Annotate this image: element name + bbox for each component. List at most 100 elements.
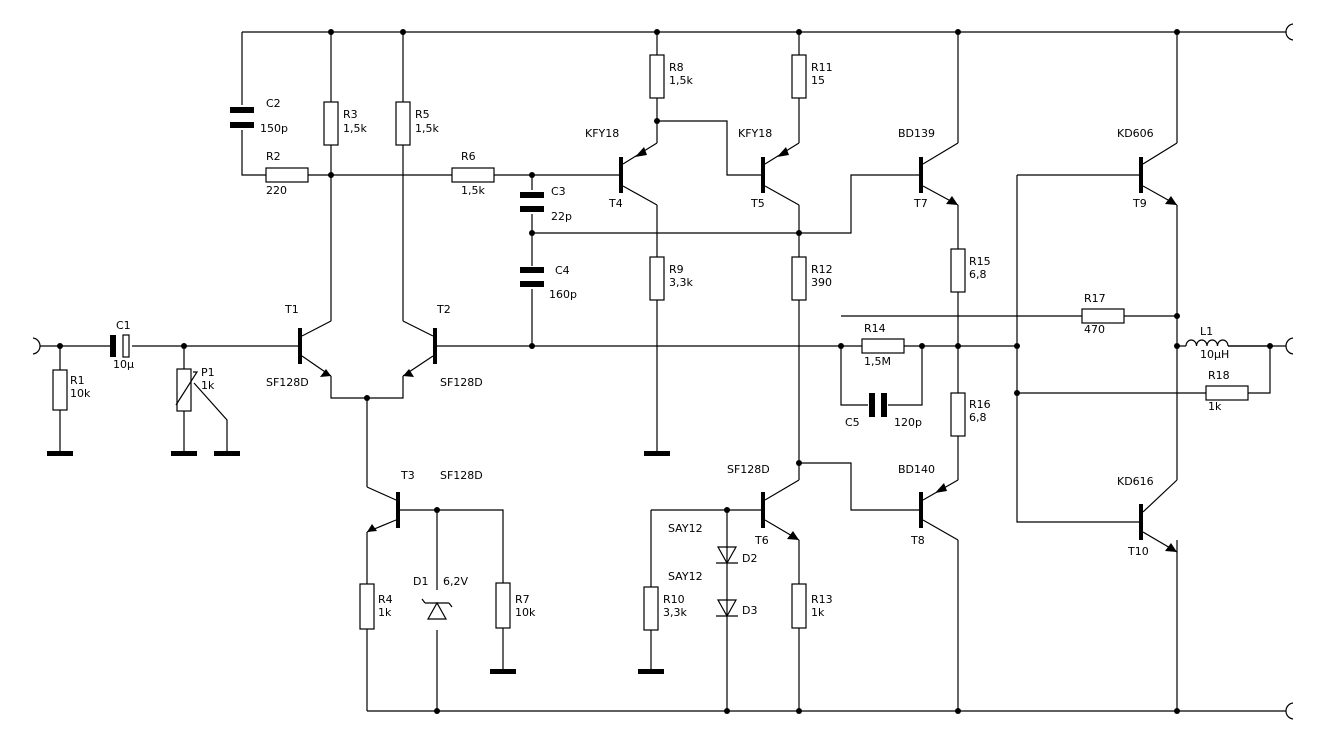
c2-ref: C2 <box>266 97 281 110</box>
resistor-r18 <box>1205 385 1249 401</box>
r17-value: 470 <box>1084 323 1105 336</box>
r18-ref: R18 <box>1208 369 1230 382</box>
r17-ref: R17 <box>1084 292 1106 305</box>
t5-ref: T5 <box>750 197 765 210</box>
resistor-r3 <box>323 101 339 146</box>
t4-ref: T4 <box>608 197 623 210</box>
r3-value: 1,5k <box>343 122 367 135</box>
t9-ref: T9 <box>1132 197 1147 210</box>
potentiometer-p1 <box>176 368 192 412</box>
resistor-r1 <box>52 369 68 411</box>
transistor-t4 <box>619 142 658 206</box>
transistor-t5 <box>761 142 800 206</box>
t3-type: SF128D <box>440 469 483 482</box>
r1-value: 10k <box>70 387 91 400</box>
diodes <box>421 546 738 620</box>
d2-ref: D2 <box>742 552 757 565</box>
resistor-r6 <box>451 167 495 183</box>
c5-ref: C5 <box>845 416 860 429</box>
t2-ref: T2 <box>436 303 451 316</box>
resistor-r17 <box>1081 308 1125 324</box>
capacitors <box>110 107 887 417</box>
d2-type: SAY12 <box>668 522 703 535</box>
r15-ref: R15 <box>969 255 991 268</box>
diode-d2 <box>716 546 738 565</box>
ground-symbol <box>490 669 516 674</box>
transistors <box>298 142 1178 553</box>
transistor-t1 <box>298 320 332 377</box>
terminals <box>32 23 1294 720</box>
grounds <box>47 451 670 674</box>
output-terminal <box>1285 337 1294 355</box>
r16-value: 6,8 <box>969 411 987 424</box>
capacitor-c1 <box>110 334 130 358</box>
t5-type: KFY18 <box>738 127 772 140</box>
t1-ref: T1 <box>284 303 299 316</box>
p1-value: 1k <box>201 379 215 392</box>
r13-value: 1k <box>811 606 825 619</box>
r7-ref: R7 <box>515 593 530 606</box>
d3-type: SAY12 <box>668 570 703 583</box>
r4-ref: R4 <box>378 593 393 606</box>
r11-ref: R11 <box>811 61 833 74</box>
resistor-r7 <box>495 582 511 629</box>
junctions <box>57 29 1273 714</box>
c4-ref: C4 <box>555 264 570 277</box>
t10-type: KD616 <box>1117 475 1154 488</box>
capacitor-c4 <box>520 267 544 287</box>
r5-value: 1,5k <box>415 122 439 135</box>
positive-supply-terminal <box>1285 23 1294 41</box>
r14-ref: R14 <box>864 322 886 335</box>
negative-supply-terminal <box>1285 702 1294 720</box>
r5-ref: R5 <box>415 108 430 121</box>
r12-ref: R12 <box>811 263 833 276</box>
r4-value: 1k <box>378 606 392 619</box>
ground-symbol <box>644 451 670 456</box>
r11-value: 15 <box>811 74 825 87</box>
transistor-t10 <box>1139 479 1178 553</box>
r9-value: 3,3k <box>669 276 693 289</box>
t7-type: BD139 <box>898 127 935 140</box>
l1-value: 10µH <box>1200 348 1229 361</box>
capacitor-c3 <box>520 192 544 212</box>
r1-ref: R1 <box>70 374 85 387</box>
zener-diode-d1 <box>421 598 453 620</box>
resistor-r2 <box>265 167 309 183</box>
resistor-r12 <box>791 256 807 301</box>
transistor-t8 <box>919 479 959 541</box>
ground-symbol <box>171 451 197 456</box>
transistor-t3 <box>366 486 400 533</box>
r10-ref: R10 <box>663 593 685 606</box>
resistor-r16 <box>950 392 966 437</box>
c5-value: 120p <box>894 416 922 429</box>
transistor-t7 <box>919 142 959 206</box>
ground-symbol <box>47 451 73 456</box>
resistor-r11 <box>791 54 807 99</box>
r18-value: 1k <box>1208 400 1222 413</box>
resistors <box>52 54 1249 631</box>
t6-ref: T6 <box>754 534 769 547</box>
r13-ref: R13 <box>811 593 833 606</box>
t8-type: BD140 <box>898 463 935 476</box>
resistor-r4 <box>359 583 375 630</box>
labels: R1 10k R2 220 R3 1,5k R4 1k R5 1,5k R6 1… <box>70 61 1230 619</box>
t4-type: KFY18 <box>585 127 619 140</box>
resistor-r13 <box>791 583 807 629</box>
transistor-t9 <box>1139 142 1178 206</box>
r12-value: 390 <box>811 276 832 289</box>
capacitor-c5 <box>869 393 887 417</box>
r8-ref: R8 <box>669 61 684 74</box>
c1-value: 10µ <box>113 358 134 371</box>
p1-ref: P1 <box>201 366 215 379</box>
c1-ref: C1 <box>116 319 131 332</box>
resistor-r5 <box>395 101 411 146</box>
ground-symbol <box>638 669 664 674</box>
r3-ref: R3 <box>343 108 358 121</box>
r6-ref: R6 <box>461 150 476 163</box>
capacitor-c2 <box>230 107 254 128</box>
resistor-r9 <box>649 256 665 301</box>
inductor-l1 <box>1185 339 1229 347</box>
t9-type: KD606 <box>1117 127 1154 140</box>
ground-symbol <box>214 451 240 456</box>
t3-ref: T3 <box>400 469 415 482</box>
